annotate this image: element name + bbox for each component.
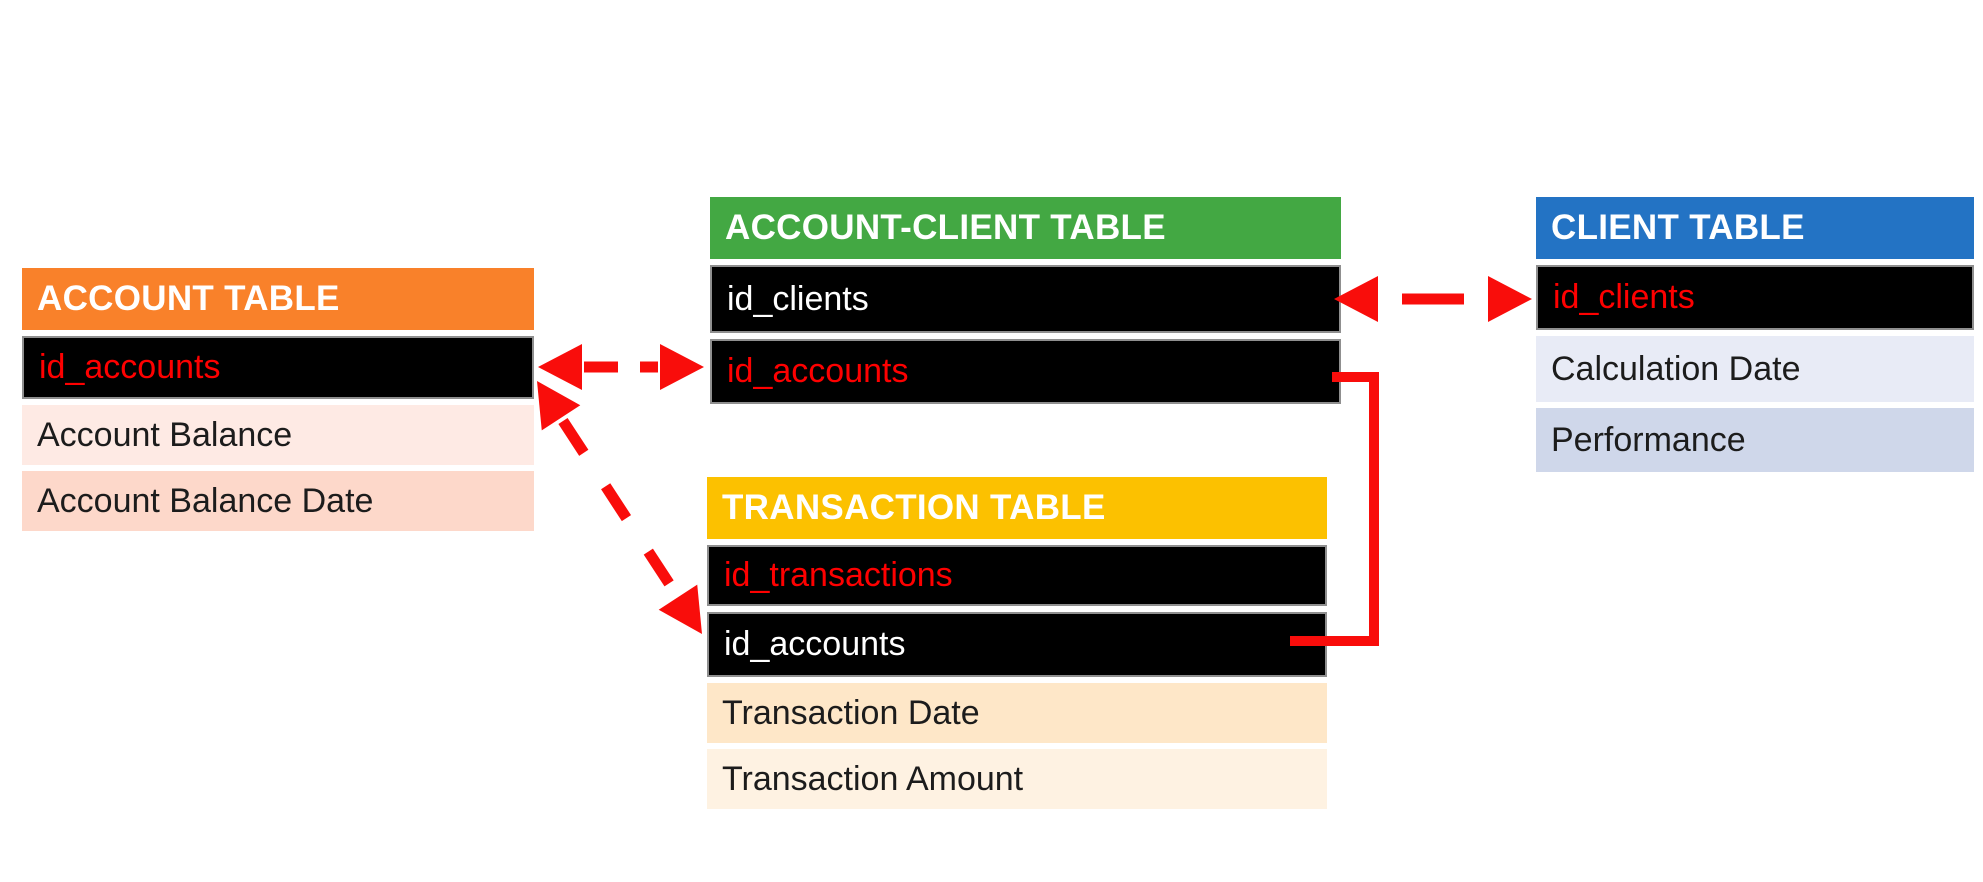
connector-account-transaction	[537, 381, 702, 634]
transaction-table-row-id-accounts: id_accounts	[707, 612, 1327, 677]
connector-accountclient-client	[1334, 276, 1532, 322]
transaction-table-row-transaction-amount: Transaction Amount	[707, 749, 1327, 809]
client-table-title: CLIENT TABLE	[1536, 197, 1974, 259]
account-client-table: ACCOUNT-CLIENT TABLE id_clients id_accou…	[710, 197, 1341, 410]
account-client-table-title: ACCOUNT-CLIENT TABLE	[710, 197, 1341, 259]
account-client-table-row-id-clients: id_clients	[710, 265, 1341, 333]
transaction-table: TRANSACTION TABLE id_transactions id_acc…	[707, 477, 1327, 815]
account-table-row-account-balance: Account Balance	[22, 405, 534, 465]
client-table-row-calculation-date: Calculation Date	[1536, 336, 1974, 402]
account-client-table-row-id-accounts: id_accounts	[710, 339, 1341, 404]
account-table: ACCOUNT TABLE id_accounts Account Balanc…	[22, 268, 534, 537]
client-table-row-performance: Performance	[1536, 408, 1974, 472]
transaction-table-title: TRANSACTION TABLE	[707, 477, 1327, 539]
connector-account-accountclient	[538, 344, 704, 390]
transaction-table-row-transaction-date: Transaction Date	[707, 683, 1327, 743]
client-table-row-id-clients: id_clients	[1536, 265, 1974, 330]
client-table: CLIENT TABLE id_clients Calculation Date…	[1536, 197, 1974, 478]
transaction-table-row-id-transactions: id_transactions	[707, 545, 1327, 606]
account-table-row-id-accounts: id_accounts	[22, 336, 534, 399]
account-table-row-account-balance-date: Account Balance Date	[22, 471, 534, 531]
account-table-title: ACCOUNT TABLE	[22, 268, 534, 330]
